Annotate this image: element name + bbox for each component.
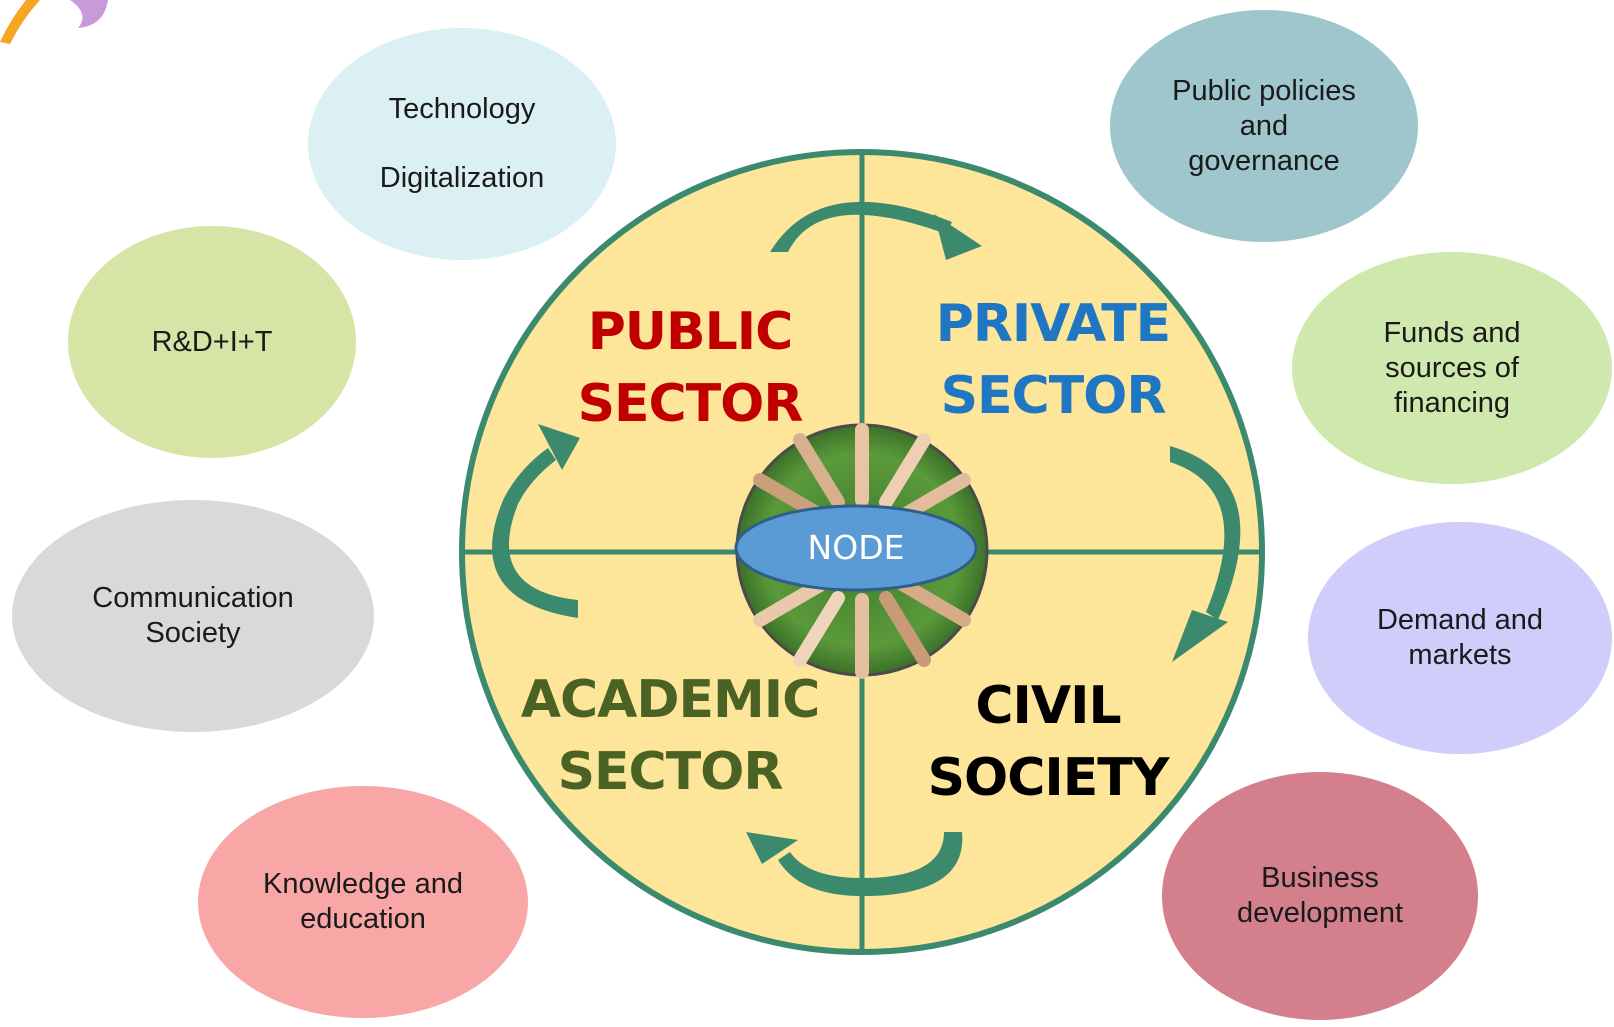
policies-line3: governance	[1188, 144, 1340, 177]
civil-society-line2: SOCIETY	[927, 748, 1170, 808]
knowledge-bubble: Knowledge and education	[198, 786, 528, 1018]
technology-line1: Technology	[388, 93, 536, 125]
policies-line1: Public policies	[1172, 74, 1356, 107]
rdit-bubble: R&D+I+T	[68, 226, 356, 458]
arrow-public-to-private	[770, 201, 982, 260]
academic-sector-label: ACADEMIC SECTOR	[520, 664, 821, 808]
node-label: NODE	[807, 528, 905, 567]
academic-sector-line1: ACADEMIC	[520, 670, 821, 730]
business-line1: Business	[1261, 862, 1379, 894]
business-bubble: Business development	[1162, 772, 1478, 1020]
communication-bubble: Communication Society	[12, 500, 374, 732]
public-sector-line1: PUBLIC	[587, 302, 794, 362]
knowledge-line2: education	[300, 903, 426, 935]
demand-bubble: Demand and markets	[1308, 522, 1612, 754]
private-sector-line2: SECTOR	[940, 366, 1167, 426]
arrow-civil-to-academic	[746, 832, 963, 896]
communication-line1: Communication	[92, 582, 294, 614]
technology-bubble: Technology Digitalization	[308, 28, 616, 260]
policies-line2: and	[1239, 109, 1289, 142]
public-sector-line2: SECTOR	[577, 374, 804, 434]
arrow-academic-to-public	[492, 424, 580, 618]
demand-line2: markets	[1408, 639, 1512, 671]
node-ellipse	[734, 504, 978, 592]
knowledge-line1: Knowledge and	[263, 868, 463, 900]
business-line2: development	[1236, 897, 1404, 929]
academic-sector-line2: SECTOR	[557, 742, 784, 802]
logo-fragment	[0, 0, 108, 44]
private-sector-line1: PRIVATE	[935, 294, 1171, 354]
civil-society-line1: CIVIL	[975, 676, 1121, 736]
communication-line2: Society	[145, 617, 241, 649]
demand-line1: Demand and	[1376, 604, 1544, 636]
arrow-private-to-civil	[1170, 446, 1241, 662]
policies-bubble: Public policies and governance	[1110, 10, 1418, 242]
rdit-line1: R&D+I+T	[151, 325, 273, 358]
civil-society-label: CIVIL SOCIETY	[918, 670, 1178, 814]
funds-line2: sources of	[1385, 351, 1519, 384]
funds-line3: financing	[1393, 386, 1511, 419]
public-sector-label: PUBLIC SECTOR	[570, 296, 810, 440]
technology-line2: Digitalization	[379, 162, 545, 194]
funds-bubble: Funds and sources of financing	[1292, 252, 1612, 484]
funds-line1: Funds and	[1383, 316, 1521, 349]
private-sector-label: PRIVATE SECTOR	[928, 288, 1178, 432]
